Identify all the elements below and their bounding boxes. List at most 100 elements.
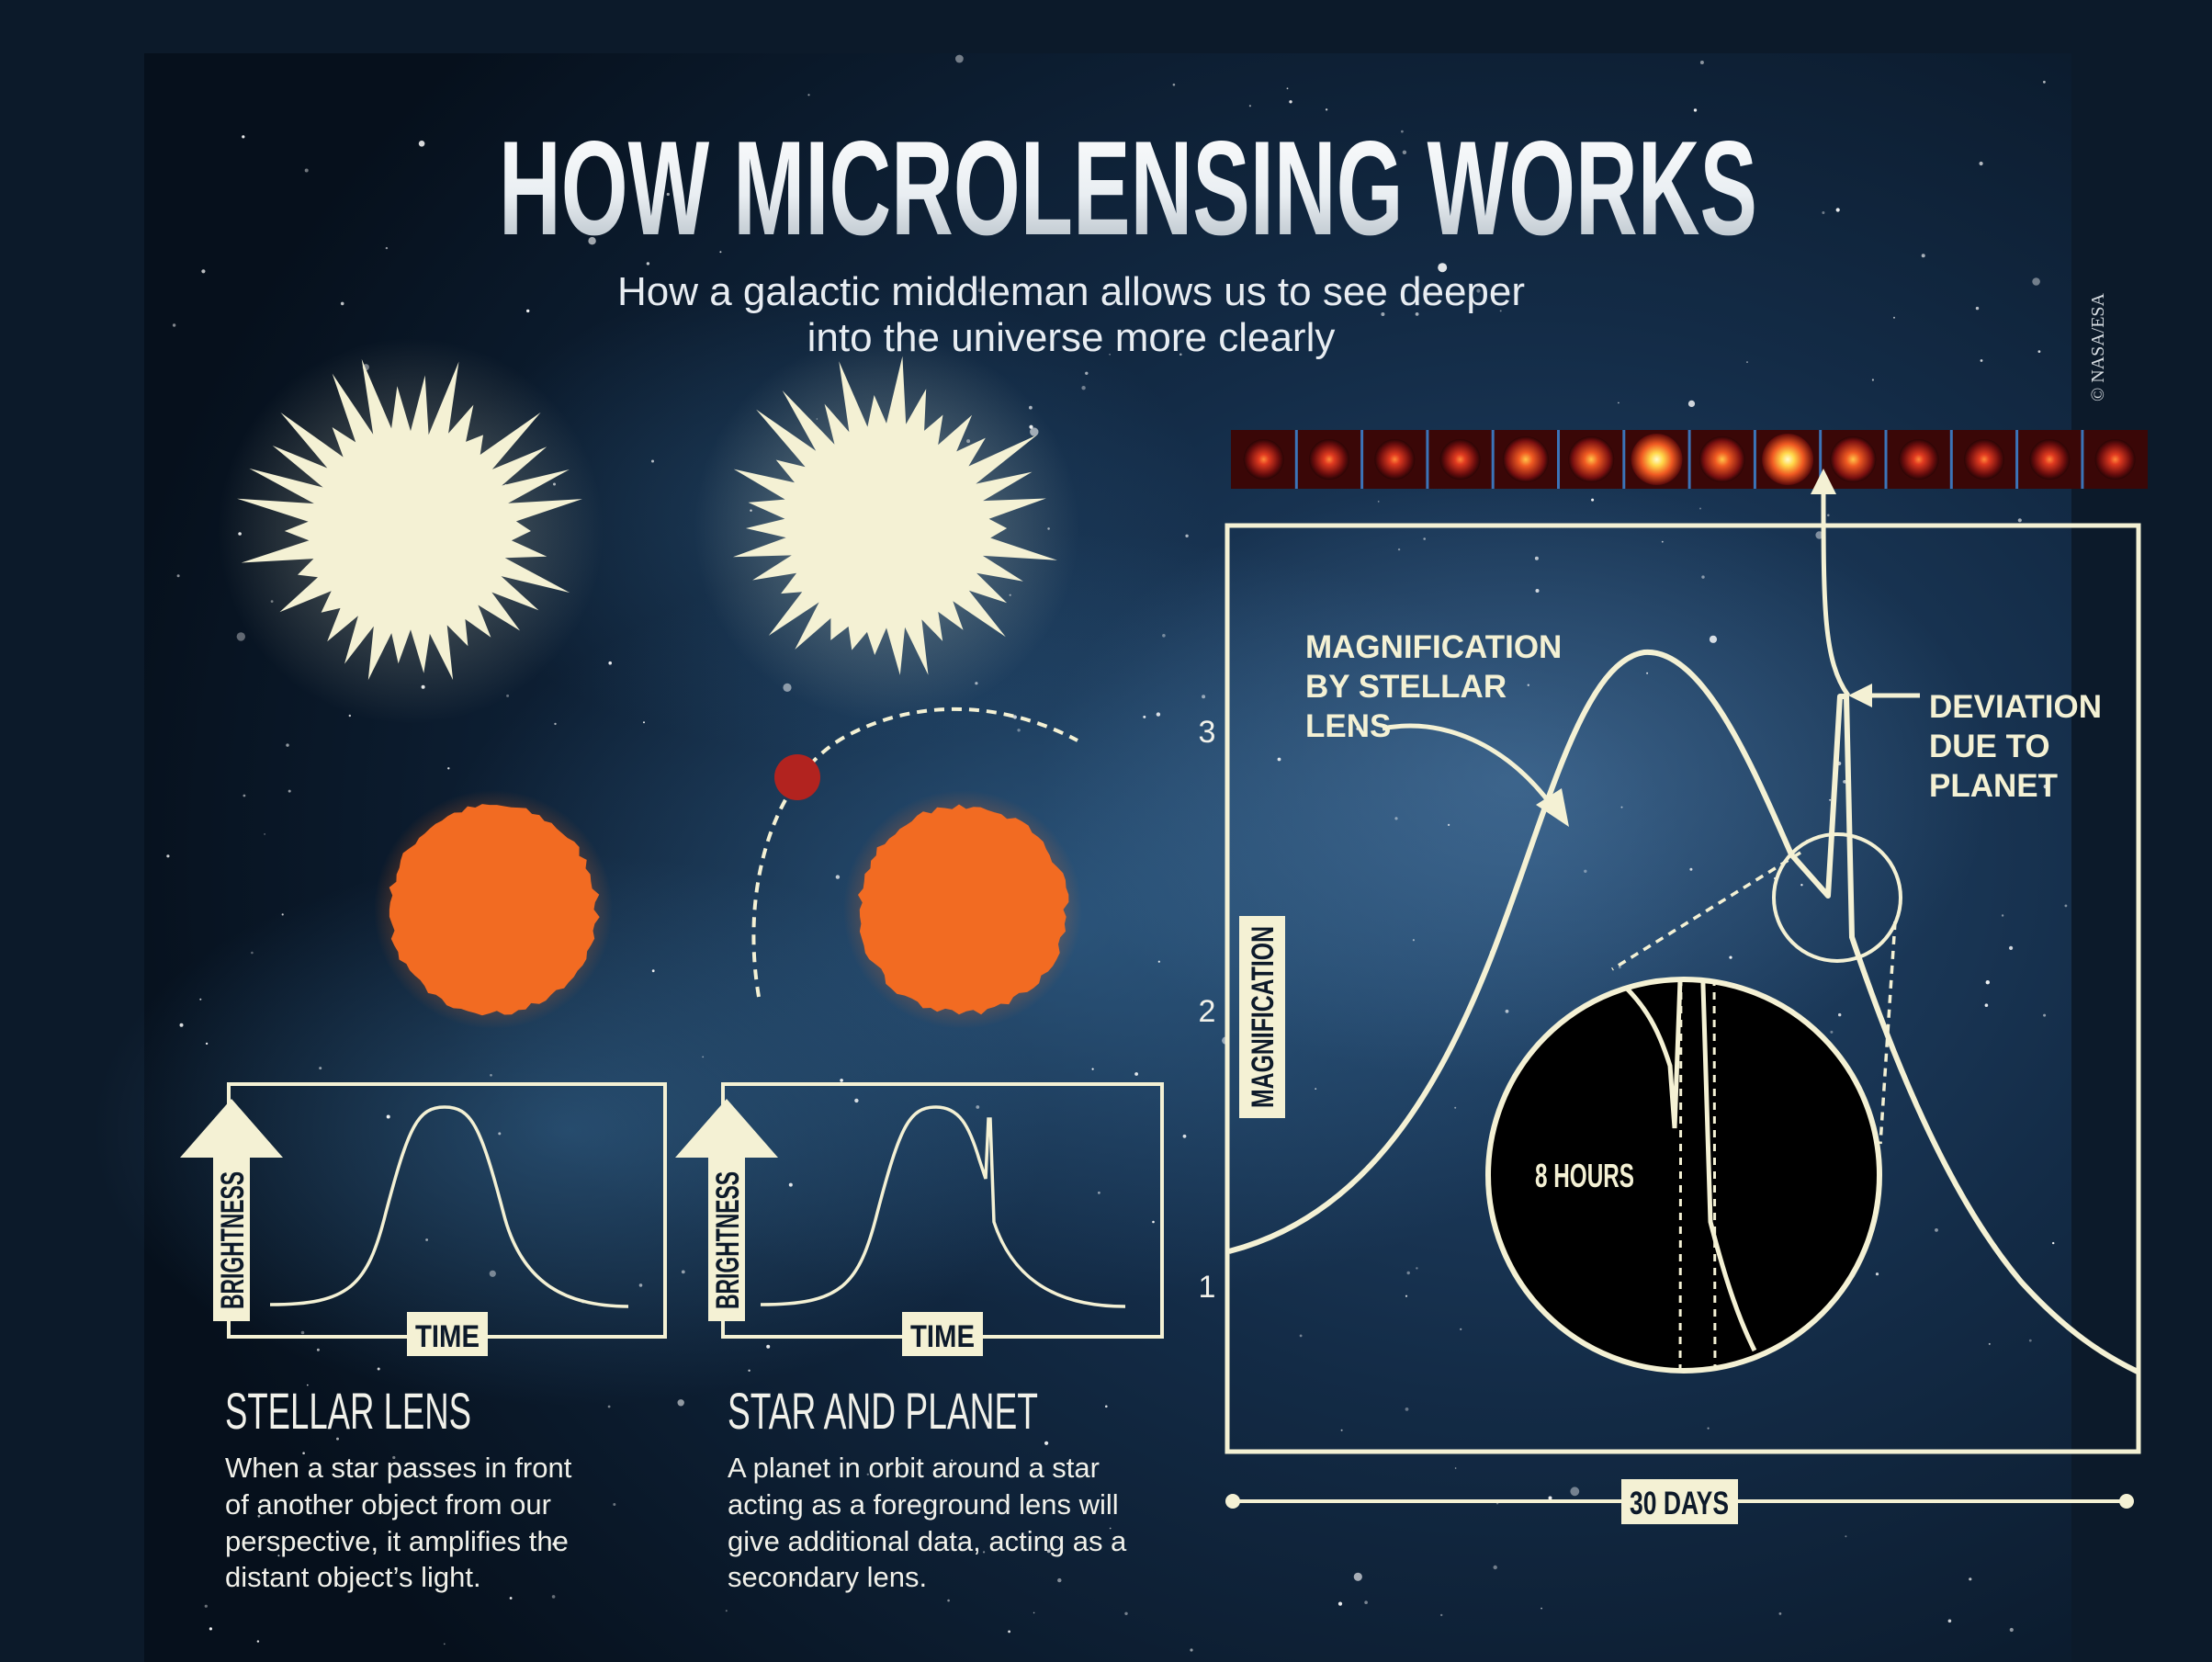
star-dot	[1248, 105, 1251, 107]
star-dot	[1618, 401, 1620, 404]
panel-body-line-4: distant object’s light.	[225, 1561, 481, 1593]
star-dot	[1185, 534, 1189, 537]
strip-frame-image	[2029, 439, 2071, 480]
strip-frame-image	[1964, 439, 2004, 480]
panel-body-line-2: acting as a foreground lens will	[728, 1488, 1119, 1521]
star-dot	[1699, 61, 1704, 64]
star-dot	[179, 1023, 184, 1027]
star-dot	[920, 328, 922, 331]
star-dot	[2009, 1627, 2014, 1633]
star-dot	[1423, 537, 1426, 540]
star-dot	[840, 1079, 843, 1082]
star-dot	[1202, 695, 1206, 699]
brightness-axis-arrow-icon	[675, 1099, 778, 1321]
annotation-planet-line-1: DEVIATION	[1929, 689, 2102, 725]
star-dot	[348, 714, 351, 718]
star-dot	[1935, 1228, 1938, 1232]
time-label-box	[407, 1312, 488, 1356]
star-dot	[1687, 400, 1696, 407]
star-dot	[1401, 130, 1404, 133]
star-dot	[1109, 354, 1111, 356]
star-dot	[702, 1056, 705, 1058]
star-dot	[425, 1238, 428, 1241]
planet-icon	[774, 754, 820, 800]
star-dot	[748, 1369, 750, 1373]
strip-frame-image	[1898, 439, 1939, 480]
star-dot	[1830, 1030, 1834, 1034]
star-dot	[854, 1098, 859, 1103]
star-dot	[792, 1577, 796, 1581]
star-dot	[2064, 904, 2068, 908]
strip-frame-image	[2094, 439, 2136, 480]
star-dot	[977, 288, 982, 292]
star-dot	[2009, 945, 2014, 950]
deviation-zoom-circle	[1772, 832, 1902, 963]
magnification-curve	[1228, 649, 2139, 1374]
star-dot	[1046, 1549, 1051, 1554]
star-dot	[1402, 150, 1407, 154]
annotation-arrow-icon	[1536, 788, 1569, 827]
star-dot	[1975, 306, 1980, 311]
star-dot	[302, 1452, 305, 1454]
orange-star-icon	[389, 804, 600, 1016]
star-dot	[719, 251, 722, 254]
star-dot	[236, 632, 245, 641]
star-dot	[1143, 715, 1146, 718]
panel-body-line-1: When a star passes in front	[225, 1452, 572, 1484]
strip-pointer-line	[1821, 486, 1851, 697]
image-credit: © NASA/ESA	[2088, 292, 2108, 401]
star-dot	[725, 1610, 728, 1612]
star-dot	[588, 237, 596, 245]
y-axis-label: BRIGHTNESS	[710, 1171, 746, 1309]
annotation-stellar-leader	[1382, 723, 1555, 808]
annotation-stellar-line-2: BY STELLAR	[1305, 669, 1507, 705]
star-dot	[1440, 1613, 1443, 1617]
star-dot	[1031, 220, 1033, 222]
star-dot	[551, 1595, 556, 1599]
star-dot	[1699, 507, 1701, 510]
inset-background	[1488, 979, 1879, 1371]
star-dot	[2028, 1339, 2032, 1342]
panel-body-line-1: A planet in orbit around a star	[728, 1452, 1100, 1484]
star-dot	[489, 1270, 496, 1277]
star-dot	[2043, 80, 2046, 84]
star-dot	[1309, 638, 1311, 640]
star-dot	[1709, 635, 1718, 643]
star-dot	[1845, 1535, 1847, 1538]
star-dot	[526, 309, 530, 313]
star-dot	[1277, 757, 1281, 762]
star-dot	[205, 1042, 209, 1046]
panel-body-line-3: perspective, it amplifies the	[225, 1525, 569, 1557]
star-dot	[1377, 501, 1380, 503]
star-dot	[766, 1344, 771, 1349]
sunburst-icon	[732, 356, 1057, 675]
star-dot	[336, 1437, 339, 1441]
star-dot	[1838, 1012, 1842, 1017]
star-dot	[1162, 634, 1166, 638]
star-dot	[1105, 1405, 1108, 1408]
inset-curve	[1597, 979, 1684, 1129]
star-dot	[1778, 1612, 1782, 1615]
star-dot	[1098, 1191, 1100, 1194]
star-dot	[1397, 548, 1401, 551]
star-dot	[607, 1405, 611, 1408]
star-dot	[1871, 379, 1874, 381]
star-dot	[1527, 684, 1530, 686]
star-dot	[1584, 869, 1587, 873]
chart-frame	[1224, 523, 2141, 1454]
y-axis-label: BRIGHTNESS	[215, 1171, 251, 1309]
star-dot	[1969, 1577, 1972, 1581]
star-dot	[1325, 108, 1328, 111]
subtitle-line-1: How a galactic middleman allows us to se…	[617, 269, 1525, 314]
star-dot	[1356, 727, 1360, 730]
star-dot	[1416, 1267, 1418, 1270]
star-dot	[209, 1627, 212, 1631]
page-title: HOW MICROLENSING WORKS	[499, 113, 1757, 263]
time-label-box	[902, 1312, 983, 1356]
star-dot	[1591, 498, 1595, 502]
star-dot	[1729, 955, 1732, 959]
panel-body-line-3: give additional data, acting as a	[728, 1525, 1127, 1557]
star-dot	[788, 1182, 793, 1187]
star-dot	[1337, 1601, 1343, 1606]
